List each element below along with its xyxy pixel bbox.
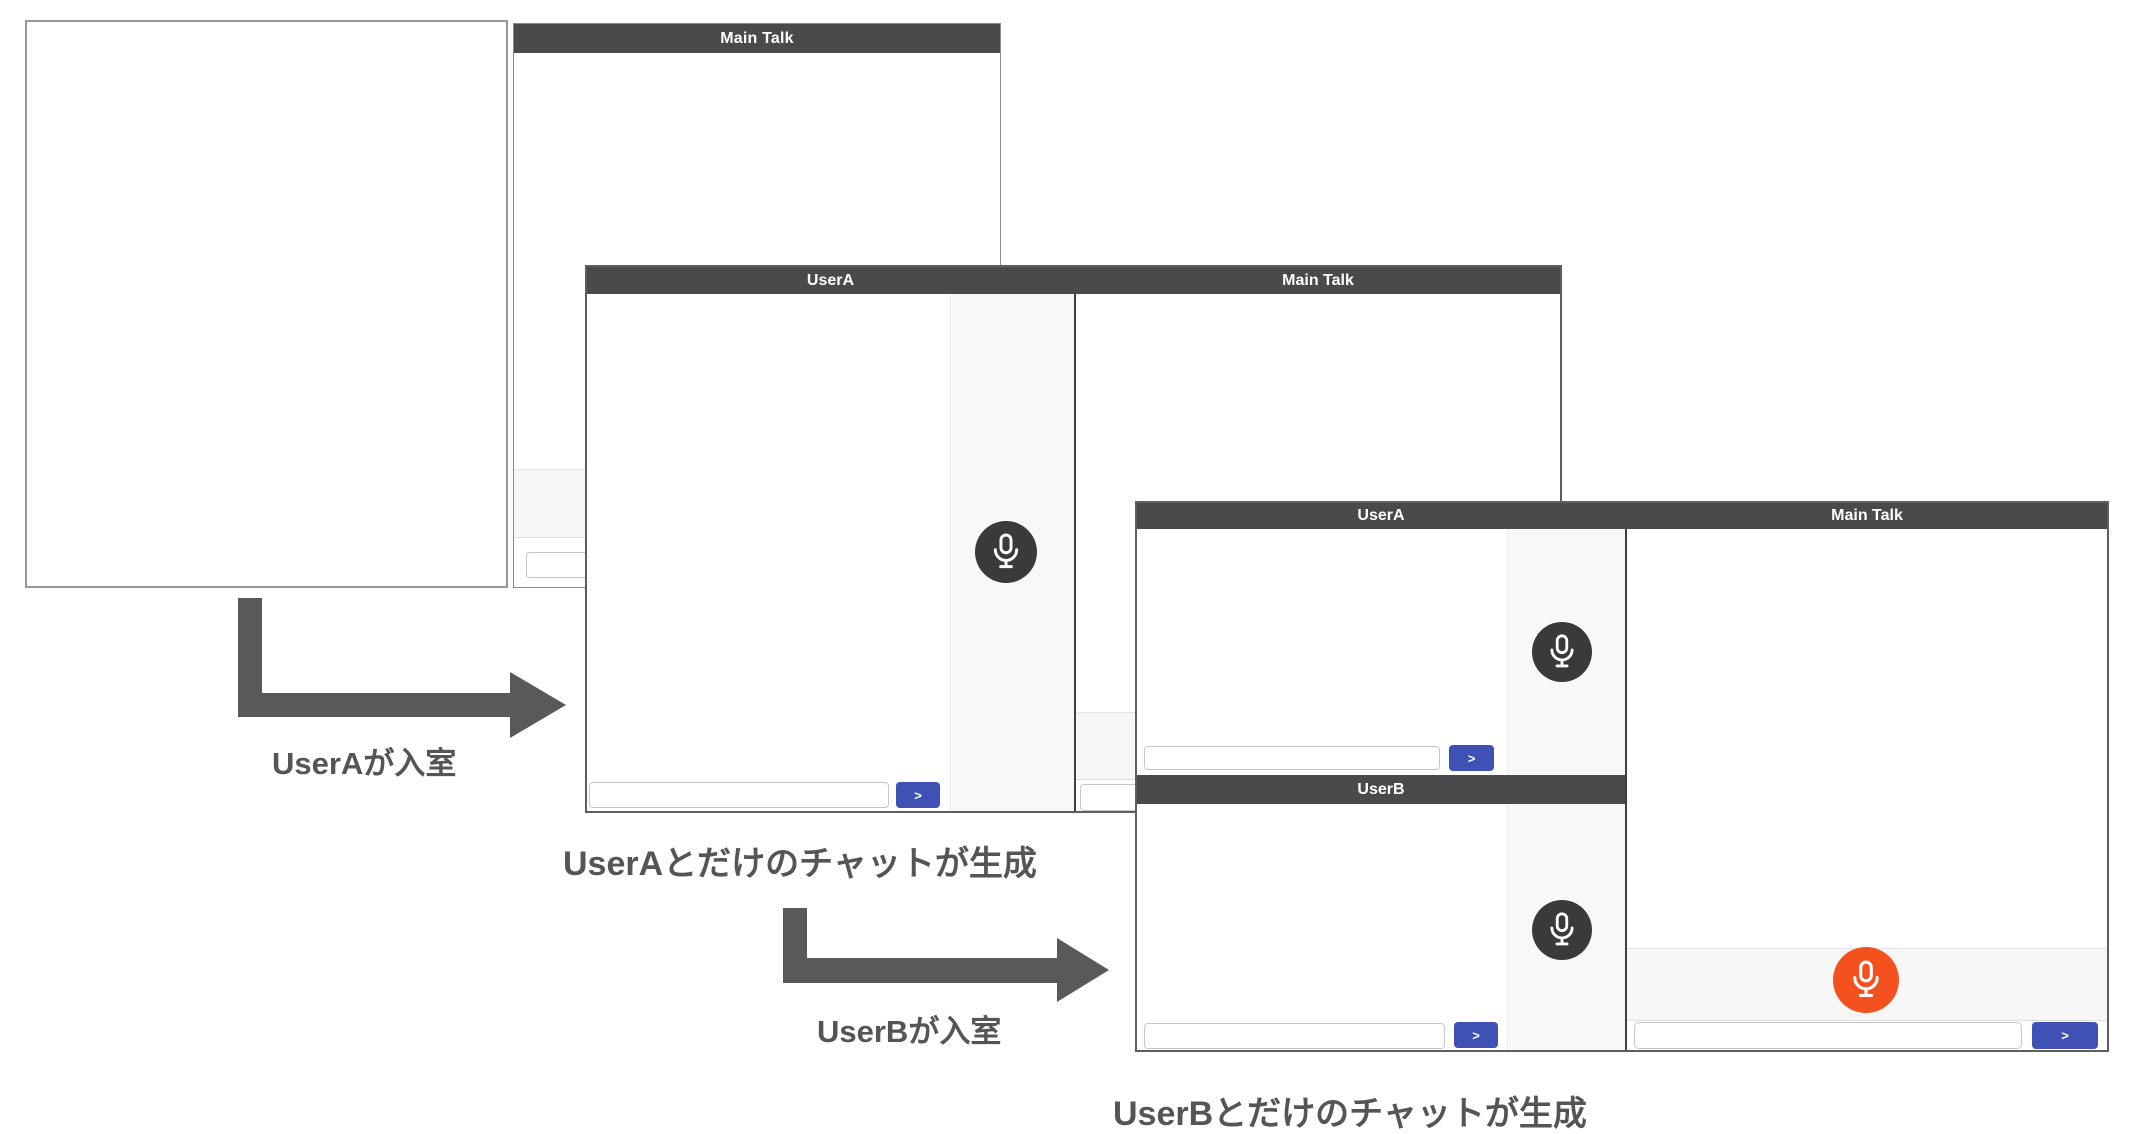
stage3-panel-divider xyxy=(1625,529,1627,1050)
stage3-userb-send-button[interactable]: > xyxy=(1454,1022,1498,1048)
stage3-header-bar xyxy=(1137,503,2107,529)
stage3-usera-title: UserA xyxy=(1357,507,1405,524)
flow-step1-caption: UserAとだけのチャットが生成 xyxy=(563,845,1037,883)
stage2-usera-message-input[interactable] xyxy=(589,782,889,808)
stage3-userb-message-input[interactable] xyxy=(1144,1023,1445,1049)
mic-icon xyxy=(1550,634,1574,668)
stage2-header-bar xyxy=(587,267,1560,294)
arrow2-horizontal xyxy=(783,958,1057,983)
arrow2-head xyxy=(1057,938,1109,1002)
stage2-usera-title: UserA xyxy=(806,271,855,289)
send-chevron-icon: > xyxy=(2061,1028,2069,1043)
stage2-panel-divider xyxy=(1074,294,1076,811)
stage3-userb-mic-button[interactable] xyxy=(1532,900,1592,960)
stage3-main-talk-send-button[interactable]: > xyxy=(2032,1022,2098,1049)
send-chevron-icon: > xyxy=(1467,750,1476,766)
stage3-main-talk-mic-button[interactable] xyxy=(1833,947,1899,1013)
stage1-main-talk-header: Main Talk xyxy=(514,24,1000,53)
stage2-usera-mic-button[interactable] xyxy=(975,521,1037,583)
send-chevron-icon: > xyxy=(914,787,922,803)
stage2-main-talk-title: Main Talk xyxy=(1282,271,1354,289)
stage3-main-talk-message-input[interactable] xyxy=(1634,1022,2022,1049)
stage3-usera-message-input[interactable] xyxy=(1144,746,1440,770)
stage1-main-talk-title: Main Talk xyxy=(720,29,794,47)
stage3-usera-mic-button[interactable] xyxy=(1532,622,1592,682)
flow-step2-label: UserBが入室 xyxy=(817,1014,1002,1049)
send-chevron-icon: > xyxy=(1472,1027,1480,1043)
mic-icon xyxy=(993,533,1019,569)
arrow1-horizontal xyxy=(238,693,510,717)
stage3-window: UserA Main Talk > UserB xyxy=(1135,501,2109,1052)
stage3-usera-send-button[interactable]: > xyxy=(1449,745,1494,771)
mic-icon xyxy=(1853,960,1879,997)
stage3-userb-title: UserB xyxy=(1357,780,1405,798)
stage2-usera-send-button[interactable]: > xyxy=(896,782,940,808)
stage3-main-talk-title: Main Talk xyxy=(1831,507,1903,524)
stage3-userb-header: UserB xyxy=(1137,775,1625,804)
flow-step2-caption: UserBとだけのチャットが生成 xyxy=(1113,1095,1587,1133)
stage1-empty-chat-area xyxy=(25,20,508,588)
flow-step1-label: UserAが入室 xyxy=(272,746,457,781)
mic-icon xyxy=(1550,912,1574,946)
arrow1-head xyxy=(510,672,566,738)
